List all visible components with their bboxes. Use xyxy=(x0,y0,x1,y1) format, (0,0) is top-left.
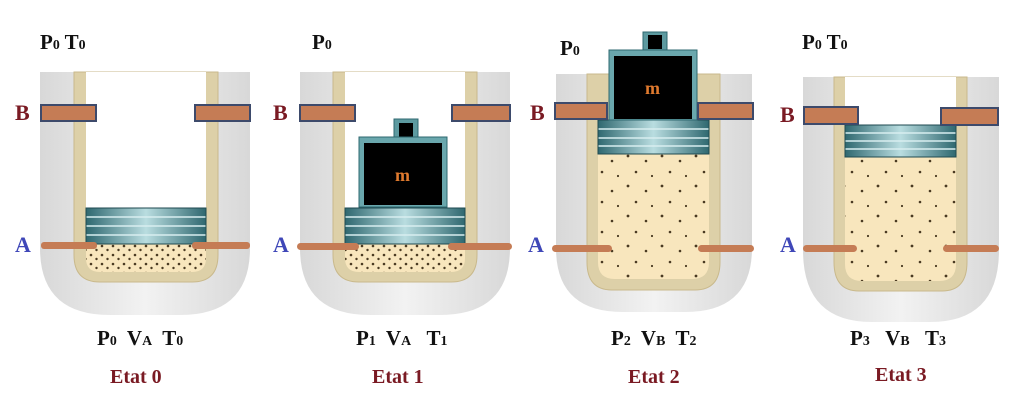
gas xyxy=(345,244,465,272)
mass-label: m xyxy=(395,165,410,185)
stop-B-right xyxy=(451,104,511,122)
marker-B: B xyxy=(273,100,288,125)
gas xyxy=(86,244,206,272)
cylinder-diagram-1 xyxy=(297,71,512,315)
cylinder-diagram-3 xyxy=(803,76,999,322)
cylinder-diagram-2 xyxy=(552,31,754,312)
gas xyxy=(845,157,956,281)
state-1: m P0 B A P1 VA T1 Etat 1 xyxy=(260,0,520,402)
piston xyxy=(844,124,957,158)
stop-A-right xyxy=(448,243,512,250)
stop-A-left xyxy=(41,242,97,249)
stop-A-left xyxy=(297,243,359,250)
state-2: m P0 B A P2 VB T2 Etat 2 xyxy=(520,0,780,402)
marker-B: B xyxy=(780,102,795,127)
stop-B-left xyxy=(803,106,859,125)
piston xyxy=(597,119,710,155)
stop-A-left xyxy=(803,245,857,252)
piston xyxy=(85,207,207,245)
state-0: P0 T0 B A P0 VA T0 Etat 0 xyxy=(0,0,260,402)
state-variables: P3 VB T3 xyxy=(850,326,946,350)
cylinder-diagram-0 xyxy=(40,71,251,315)
stop-B-left xyxy=(299,104,356,122)
ambient-conditions: P0 xyxy=(560,36,580,60)
mass-block xyxy=(608,31,698,121)
state-title: Etat 1 xyxy=(372,366,424,388)
state-variables: P0 VA T0 xyxy=(97,326,184,350)
stop-A-right xyxy=(192,242,250,249)
state-variables: P2 VB T2 xyxy=(611,326,697,350)
cylinder-interior xyxy=(845,77,956,127)
marker-B: B xyxy=(15,100,30,125)
state-variables: P1 VA T1 xyxy=(356,326,448,350)
state-title: Etat 2 xyxy=(628,366,680,388)
stop-B-right xyxy=(697,102,754,120)
stop-B-left xyxy=(554,102,608,120)
ambient-conditions: P0 T0 xyxy=(802,30,848,54)
mass-block xyxy=(358,118,448,208)
piston xyxy=(344,207,466,245)
stop-A-right xyxy=(698,245,754,252)
gas xyxy=(598,154,709,279)
stop-B-left xyxy=(40,104,97,122)
stop-B-right xyxy=(940,107,999,126)
marker-A: A xyxy=(780,232,796,257)
marker-A: A xyxy=(528,232,544,257)
ambient-conditions: P0 T0 xyxy=(40,30,86,54)
stop-A-right xyxy=(943,245,999,252)
state-3: P0 T0 B A P3 VB T3 Etat 3 xyxy=(770,0,1024,402)
state-title: Etat 0 xyxy=(110,366,162,388)
mass-label: m xyxy=(645,78,660,98)
marker-A: A xyxy=(273,232,289,257)
marker-B: B xyxy=(530,100,545,125)
stop-A-left xyxy=(552,245,612,252)
stop-B-right xyxy=(194,104,251,122)
state-title: Etat 3 xyxy=(875,364,927,386)
marker-A: A xyxy=(15,232,31,257)
ambient-conditions: P0 xyxy=(312,30,332,54)
